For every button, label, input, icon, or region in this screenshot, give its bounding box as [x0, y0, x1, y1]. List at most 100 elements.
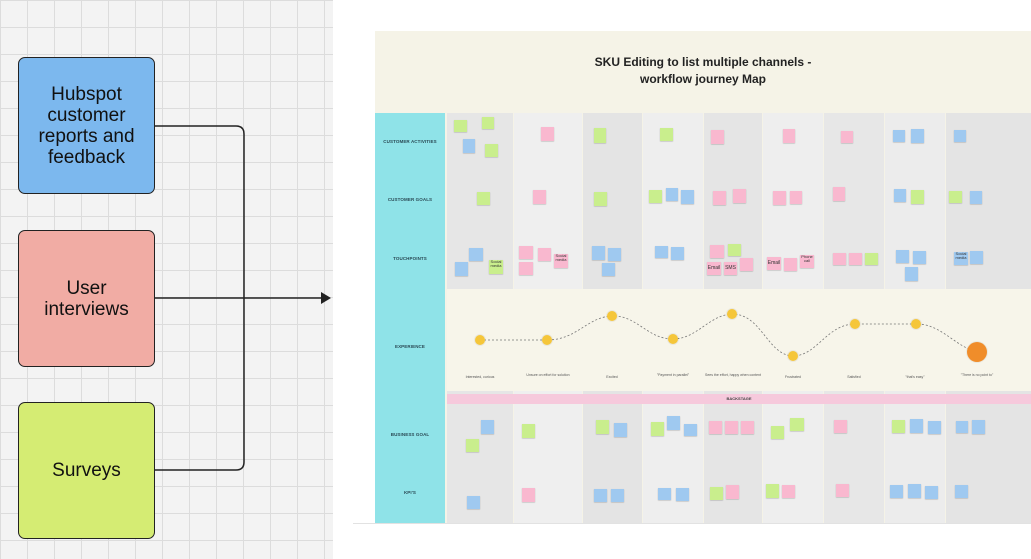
sticky-note[interactable]	[522, 424, 535, 438]
sticky-note[interactable]	[833, 253, 846, 265]
sticky-note-social-media[interactable]: Social media	[954, 252, 968, 265]
connector-hubspot	[155, 125, 245, 298]
sticky-note[interactable]	[766, 484, 779, 498]
sticky-note-email[interactable]: Email	[707, 262, 721, 275]
sticky-note[interactable]	[684, 424, 697, 436]
sticky-note[interactable]	[469, 248, 483, 261]
sticky-note[interactable]	[463, 139, 475, 153]
sticky-note[interactable]	[611, 489, 624, 502]
source-user-interviews[interactable]: User interviews	[18, 230, 155, 367]
sticky-note[interactable]	[467, 496, 480, 509]
sticky-note[interactable]	[740, 258, 753, 271]
sticky-note[interactable]	[849, 253, 862, 265]
sticky-note[interactable]	[594, 489, 607, 502]
sticky-note[interactable]	[709, 421, 722, 434]
sticky-note[interactable]	[482, 117, 494, 129]
sticky-note[interactable]	[733, 189, 746, 203]
sticky-note[interactable]	[790, 418, 804, 431]
sticky-note[interactable]	[538, 248, 551, 261]
sticky-note[interactable]	[925, 486, 938, 499]
sticky-note[interactable]	[834, 420, 847, 433]
sticky-note[interactable]	[728, 244, 741, 256]
sticky-note[interactable]	[522, 488, 535, 502]
sticky-note[interactable]	[725, 421, 738, 434]
sticky-note[interactable]	[865, 253, 878, 265]
sticky-note[interactable]	[956, 421, 968, 433]
sticky-note[interactable]	[913, 251, 926, 264]
sticky-note[interactable]	[784, 258, 797, 271]
sticky-note[interactable]	[910, 419, 923, 433]
sticky-note[interactable]	[908, 484, 921, 498]
sticky-note[interactable]	[836, 484, 849, 497]
sticky-note[interactable]	[928, 421, 941, 434]
sticky-note[interactable]	[681, 190, 694, 204]
sticky-note[interactable]	[667, 416, 680, 430]
sticky-note[interactable]	[833, 187, 845, 201]
sticky-note[interactable]	[890, 485, 903, 498]
sticky-note[interactable]	[481, 420, 494, 434]
sticky-note[interactable]	[771, 426, 784, 439]
sticky-note[interactable]	[970, 191, 982, 204]
source-surveys[interactable]: Surveys	[18, 402, 155, 539]
sticky-note[interactable]	[773, 191, 786, 205]
sticky-note[interactable]	[602, 263, 615, 276]
sticky-note-sms[interactable]: SMS	[724, 262, 737, 275]
sticky-note[interactable]	[541, 127, 554, 141]
sticky-note[interactable]	[710, 487, 723, 500]
sticky-note[interactable]	[955, 485, 968, 498]
sticky-note[interactable]	[655, 246, 668, 258]
sticky-note[interactable]	[892, 420, 905, 433]
sticky-note[interactable]	[841, 131, 853, 143]
sticky-note[interactable]	[614, 423, 627, 437]
sticky-note[interactable]	[594, 192, 607, 206]
sticky-note[interactable]	[970, 251, 983, 264]
emoji-face-6	[788, 351, 798, 361]
sticky-note[interactable]	[713, 191, 726, 205]
sticky-note[interactable]	[455, 262, 468, 276]
sticky-note[interactable]	[896, 250, 909, 263]
row-labels-column	[375, 113, 445, 523]
sticky-note[interactable]	[477, 192, 490, 205]
sticky-note[interactable]	[911, 190, 924, 204]
sticky-note[interactable]	[710, 245, 724, 258]
sticky-note[interactable]	[782, 485, 795, 498]
sticky-note[interactable]	[726, 485, 739, 499]
sticky-note[interactable]	[905, 267, 918, 281]
sticky-note[interactable]	[608, 248, 621, 261]
sticky-note-email-2[interactable]: Email	[767, 257, 781, 270]
sticky-note[interactable]	[790, 191, 802, 204]
sticky-note[interactable]	[533, 190, 546, 204]
sticky-note[interactable]	[783, 129, 795, 143]
sticky-note[interactable]	[949, 191, 962, 203]
emotion-label-8: "that's easy"	[905, 375, 925, 379]
sticky-note[interactable]	[954, 130, 966, 142]
sticky-note[interactable]	[454, 120, 467, 132]
sticky-note[interactable]	[711, 130, 724, 144]
sticky-note[interactable]	[485, 144, 498, 157]
sticky-note[interactable]	[658, 488, 671, 500]
sticky-note[interactable]	[894, 189, 906, 202]
source-surveys-label: Surveys	[52, 460, 121, 481]
sticky-note[interactable]	[741, 421, 754, 434]
sticky-note[interactable]	[671, 247, 684, 260]
emotion-label-9: "There is no point to"	[960, 373, 994, 377]
sticky-note[interactable]	[911, 129, 924, 143]
sticky-note-social-media[interactable]: Social media	[554, 254, 568, 268]
sticky-note[interactable]	[594, 128, 606, 143]
sticky-note[interactable]	[519, 246, 533, 259]
sticky-note[interactable]	[666, 188, 678, 201]
sticky-note-social-media[interactable]: Social media	[489, 260, 503, 274]
emotion-label-6: Frustrated	[785, 375, 801, 379]
sticky-note[interactable]	[893, 130, 905, 142]
sticky-note[interactable]	[972, 420, 985, 434]
sticky-note[interactable]	[596, 420, 609, 434]
sticky-note[interactable]	[519, 262, 533, 275]
sticky-note[interactable]	[676, 488, 689, 501]
sticky-note[interactable]	[651, 422, 664, 436]
sticky-note[interactable]	[592, 246, 605, 260]
source-hubspot[interactable]: Hubspot customer reports and feedback	[18, 57, 155, 194]
sticky-note[interactable]	[649, 190, 662, 203]
sticky-note-phone-call[interactable]: Phone call	[800, 255, 814, 268]
sticky-note[interactable]	[466, 439, 479, 452]
sticky-note[interactable]	[660, 128, 673, 141]
